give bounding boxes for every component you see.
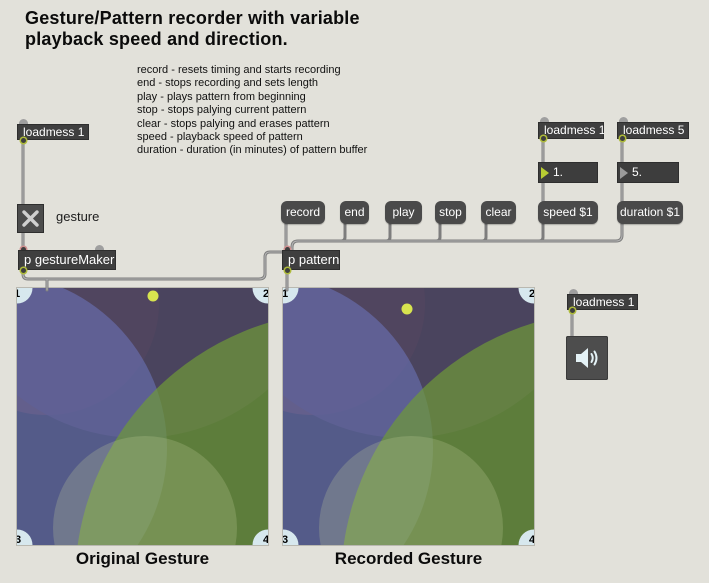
inlet-nub: [540, 117, 549, 122]
stop-message-button[interactable]: stop: [435, 201, 466, 224]
corner-number-2: 2: [263, 288, 268, 300]
gesture-toggle[interactable]: [17, 204, 44, 233]
legend-line: speed - playback speed of pattern: [137, 131, 303, 144]
inlet-nub: [95, 245, 104, 250]
outlet-dot: [21, 138, 26, 143]
duration-message-button[interactable]: duration $1: [617, 201, 683, 224]
legend-line: record - resets timing and starts record…: [137, 64, 341, 76]
loadmess-duration-object: loadmess 5: [617, 122, 689, 139]
audio-toggle-button[interactable]: [566, 336, 608, 380]
recorded-gesture-label: Recorded Gesture: [334, 549, 483, 568]
outlet-dot: [570, 308, 575, 313]
outlet-dot: [620, 136, 625, 141]
outlet-dot: [285, 268, 290, 273]
canvas-original-gesture[interactable]: 1 2 3 4: [17, 288, 268, 545]
duration-number-box[interactable]: 5.: [617, 162, 679, 183]
speed-number-value: 1.: [553, 165, 564, 179]
corner-number-3: 3: [283, 534, 288, 545]
inlet-dot: [285, 247, 290, 252]
inlet-dot: [21, 247, 26, 252]
inlet-nub: [19, 119, 28, 124]
loadmess-gesture-object: loadmess 1: [17, 124, 89, 140]
gesture-toggle-label: gesture: [56, 209, 100, 224]
clear-message-button[interactable]: clear: [481, 201, 516, 224]
corner-number-2: 2: [529, 288, 534, 300]
corner-number-1: 1: [283, 288, 288, 300]
original-gesture-label: Original Gesture: [75, 549, 210, 568]
speed-message-button[interactable]: speed $1: [538, 201, 598, 224]
corner-badges: 1 2 3 4: [283, 288, 534, 545]
outlet-dot: [541, 136, 546, 141]
corner-number-1: 1: [17, 288, 20, 300]
corner-badges: 1 2 3 4: [17, 288, 268, 545]
gesture-maker-subpatch[interactable]: p gestureMaker: [18, 250, 116, 270]
corner-number-4: 4: [263, 534, 268, 545]
command-legend: record - resets timing and starts record…: [137, 64, 467, 158]
legend-line: stop - stops palying current pattern: [137, 104, 307, 117]
speed-number-box[interactable]: 1.: [538, 162, 598, 183]
canvas-recorded-gesture: 1 2 3 4: [283, 288, 534, 545]
gesture-position-dot: [401, 303, 413, 315]
legend-line: duration - duration (in minutes) of patt…: [137, 144, 368, 157]
x-toggle-icon: [22, 210, 39, 227]
legend-line: play - plays pattern from beginning: [137, 90, 306, 103]
legend-line: clear - stops palying and erases pattern: [137, 117, 330, 130]
loadmess-speed-object: loadmess 1: [538, 122, 604, 139]
outlet-dot: [21, 268, 26, 273]
loadmess-audio-object: loadmess 1: [567, 294, 638, 310]
end-message-button[interactable]: end: [340, 201, 369, 224]
record-message-button[interactable]: record: [281, 201, 325, 224]
corner-number-3: 3: [17, 534, 21, 545]
inlet-nub: [619, 117, 628, 122]
inlet-nub: [569, 289, 578, 294]
triangle-arrow-icon: [620, 166, 628, 179]
triangle-arrow-icon: [541, 166, 549, 179]
play-message-button[interactable]: play: [385, 201, 422, 224]
legend-line: end - stops recording and sets length: [137, 77, 319, 90]
gesture-position-dot: [147, 290, 159, 302]
patch-title: Gesture/Pattern recorder with variable p…: [25, 8, 445, 50]
gesture-blob-circles: [17, 288, 268, 545]
pattern-subpatch[interactable]: p pattern: [282, 250, 340, 270]
duration-number-value: 5.: [632, 165, 643, 179]
title-line-2: playback speed and direction.: [25, 29, 288, 49]
speaker-icon: [576, 348, 598, 368]
gesture-blob-circles: [283, 288, 534, 545]
corner-number-4: 4: [529, 534, 534, 545]
title-line-1: Gesture/Pattern recorder with variable: [25, 8, 360, 28]
